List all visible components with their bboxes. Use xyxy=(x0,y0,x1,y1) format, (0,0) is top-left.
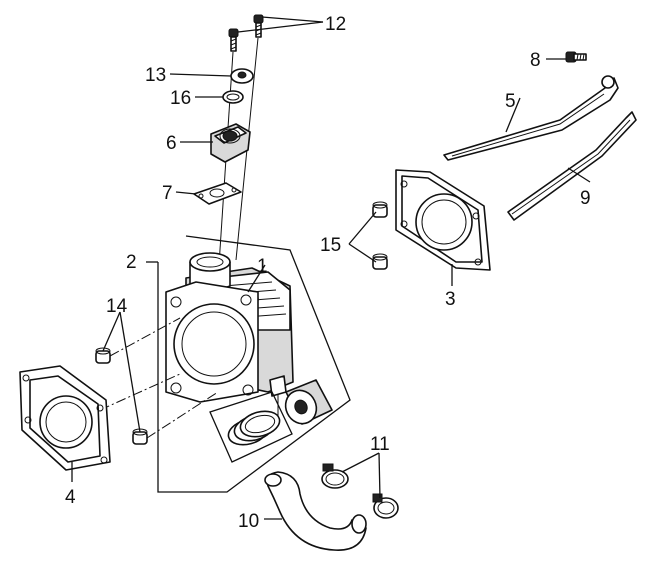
thermostat-cap-13 xyxy=(230,68,254,84)
bolt-12-b xyxy=(253,14,264,38)
callout-11: 11 xyxy=(370,434,390,455)
callout-10: 10 xyxy=(238,511,259,532)
coolant-hose-10 xyxy=(264,471,367,551)
callout-7: 7 xyxy=(162,183,173,204)
dowel-pin-14-a xyxy=(95,347,111,364)
alignment-line-a xyxy=(109,317,181,357)
callout-4: 4 xyxy=(65,487,76,508)
piston-rings xyxy=(209,391,293,463)
bolt-8 xyxy=(565,51,587,63)
callout-3: 3 xyxy=(445,289,456,310)
leader-lines xyxy=(71,16,591,520)
callout-6: 6 xyxy=(166,133,177,154)
chain-guide-9 xyxy=(507,111,637,221)
dowel-pin-15-a xyxy=(372,201,388,218)
callout-9: 9 xyxy=(580,188,591,209)
hose-clamp-11-b xyxy=(372,493,399,519)
bolt-12-a xyxy=(228,28,239,52)
callout-13: 13 xyxy=(145,65,166,86)
callout-12: 12 xyxy=(325,14,346,35)
callout-16: 16 xyxy=(170,88,191,109)
callout-1: 1 xyxy=(257,256,268,277)
callout-14: 14 xyxy=(106,296,128,317)
chain-guide-5 xyxy=(443,75,619,161)
callout-5: 5 xyxy=(505,91,516,112)
cylinder-1 xyxy=(165,252,294,418)
alignment-line-c xyxy=(146,391,219,439)
base-gasket-4 xyxy=(19,365,111,471)
hose-clamp-11-a xyxy=(321,463,349,489)
o-ring-16 xyxy=(222,90,244,104)
gasket-7 xyxy=(193,182,242,205)
callout-15: 15 xyxy=(320,235,341,256)
piston xyxy=(284,379,333,425)
alignment-line-b xyxy=(99,373,181,411)
cylinder-assembly-outline xyxy=(157,235,351,493)
callout-8: 8 xyxy=(530,50,541,71)
dowel-pin-15-b xyxy=(372,253,388,270)
callout-2: 2 xyxy=(126,252,137,273)
bolt-axis-line-a xyxy=(217,51,234,281)
thermostat-housing-6 xyxy=(210,123,251,163)
head-gasket-3 xyxy=(395,169,491,271)
